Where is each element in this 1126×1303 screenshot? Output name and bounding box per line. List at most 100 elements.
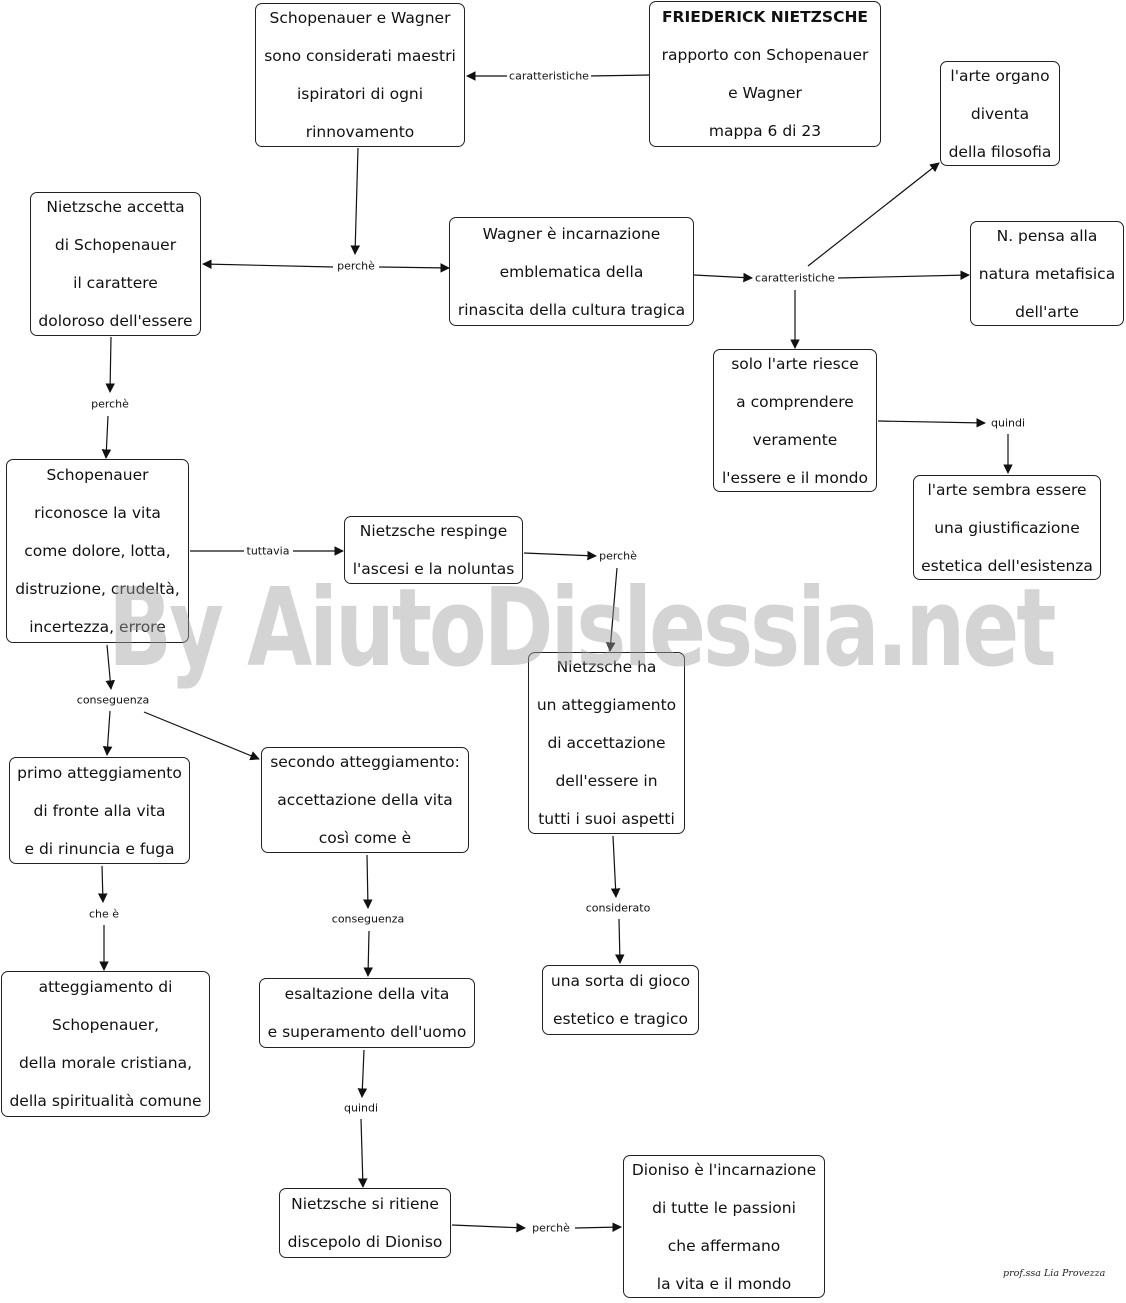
- concept-text: l'arte organo: [950, 66, 1050, 85]
- concept-text: che affermano: [667, 1236, 781, 1255]
- concept-text: atteggiamento di: [38, 978, 173, 996]
- connector-arrow: [610, 835, 621, 898]
- concept-box-respinge[interactable]: Nietzsche respinge l'ascesi e la nolunta…: [344, 516, 523, 584]
- concept-text: estetico e tragico: [552, 1010, 689, 1028]
- concept-text: ispiratori di ogni: [296, 85, 424, 103]
- concept-box-secondo[interactable]: secondo atteggiamento: accettazione dell…: [261, 747, 469, 853]
- concept-box-solo-arte[interactable]: solo l'arte riesce a comprendere veramen…: [713, 349, 877, 492]
- connector-arrow: [202, 259, 334, 269]
- concept-box-organo[interactable]: l'arte organo diventa della filosofia: [940, 61, 1060, 166]
- author-signature: prof.ssa Lia Provezza: [1003, 1268, 1106, 1279]
- concept-box-accetta[interactable]: Nietzsche accetta di Schopenauer il cara…: [30, 192, 201, 336]
- concept-text: esaltazione della vita: [284, 985, 450, 1003]
- connector-arrow: [143, 711, 260, 761]
- concept-text: Nietzsche respinge: [359, 522, 508, 540]
- concept-text: riconosce la vita: [34, 504, 161, 522]
- concept-text: l'ascesi e la noluntas: [352, 560, 515, 578]
- concept-text: discepolo di Dioniso: [287, 1233, 443, 1251]
- concept-box-title[interactable]: FRIEDERICK NIETZSCHE rapporto con Schope…: [649, 1, 881, 147]
- link-label-che-e: che è: [86, 907, 122, 921]
- concept-text: di accettazione: [547, 734, 666, 752]
- concept-text: Nietzsche accetta: [46, 198, 185, 216]
- concept-text: doloroso dell'essere: [38, 312, 193, 330]
- concept-text: emblematica della: [499, 262, 644, 281]
- concept-box-gioco[interactable]: una sorta di gioco estetico e tragico: [542, 965, 699, 1035]
- concept-box-wagner[interactable]: Wagner è incarnazione emblematica della …: [449, 217, 694, 326]
- concept-box-giustificazione[interactable]: l'arte sembra essere una giustificazione…: [913, 475, 1101, 580]
- link-label-perche: perchè: [89, 397, 131, 411]
- concept-text: mappa 6 di 23: [708, 122, 822, 140]
- concept-text: natura metafisica: [978, 264, 1116, 283]
- concept-text: di fronte alla vita: [33, 801, 166, 820]
- concept-box-maestri[interactable]: Schopenauer e Wagner sono considerati ma…: [255, 3, 465, 147]
- link-label-caratteristiche: caratteristiche: [507, 69, 591, 83]
- link-label-conseguenza: conseguenza: [329, 912, 407, 926]
- link-label-tuttavia: tuttavia: [244, 544, 292, 558]
- concept-text: Schopenauer: [46, 466, 149, 484]
- connector-arrow: [363, 930, 373, 977]
- connector-arrow: [105, 336, 115, 393]
- concept-text: Wagner è incarnazione: [482, 224, 661, 243]
- connector-arrow: [350, 147, 361, 255]
- connector-arrow: [363, 854, 373, 909]
- connector-arrow: [605, 567, 618, 652]
- concept-text: dell'essere in: [555, 772, 658, 790]
- connector-arrow: [101, 415, 112, 459]
- link-label-conseguenza: conseguenza: [74, 693, 152, 707]
- concept-box-dioniso-discepolo[interactable]: Nietzsche si ritiene discepolo di Dionis…: [279, 1188, 451, 1258]
- concept-text: rinascita della cultura tragica: [457, 300, 686, 319]
- connector-arrow: [102, 710, 113, 756]
- concept-text: una giustificazione: [934, 518, 1080, 537]
- concept-text: primo atteggiamento: [17, 763, 182, 782]
- link-label-quindi: quindi: [988, 416, 1028, 430]
- concept-box-atteggiamento[interactable]: Nietzsche ha un atteggiamento di accetta…: [528, 652, 685, 834]
- concept-box-riconosce[interactable]: Schopenauer riconosce la vita come dolor…: [6, 459, 189, 643]
- connector-arrow: [451, 1222, 526, 1233]
- concept-text: incertezza, errore: [29, 618, 166, 636]
- link-label-caratteristiche: caratteristiche: [753, 271, 837, 285]
- concept-text: e di rinuncia e fuga: [24, 839, 175, 858]
- connector-arrow: [357, 1049, 368, 1098]
- concept-text: veramente: [752, 430, 838, 449]
- concept-text: della spiritualità comune: [9, 1092, 202, 1110]
- concept-text: un atteggiamento: [536, 696, 677, 714]
- connector-arrow: [877, 418, 986, 428]
- concept-text: l'arte sembra essere: [927, 480, 1087, 499]
- link-label-perche: perchè: [597, 549, 639, 563]
- concept-text: una sorta di gioco: [550, 972, 691, 990]
- link-label-quindi: quindi: [341, 1101, 381, 1115]
- concept-text: secondo atteggiamento:: [270, 753, 460, 771]
- concept-text: Schopenauer e Wagner: [269, 9, 451, 27]
- concept-text: distruzione, crudeltà,: [15, 580, 180, 598]
- concept-text: rapporto con Schopenauer: [661, 46, 869, 64]
- concept-text: e Wagner: [728, 84, 802, 102]
- connector-arrow: [574, 1222, 622, 1232]
- concept-text: la vita e il mondo: [656, 1274, 792, 1293]
- concept-text: accettazione della vita: [277, 791, 453, 809]
- concept-box-metafisica[interactable]: N. pensa alla natura metafisica dell'art…: [970, 221, 1124, 326]
- concept-text: Nietzsche ha: [556, 658, 657, 676]
- concept-text: estetica dell'esistenza: [921, 556, 1093, 575]
- concept-text: di Schopenauer: [54, 236, 177, 254]
- concept-text: e superamento dell'uomo: [267, 1023, 467, 1041]
- connector-arrow: [105, 644, 115, 690]
- concept-box-dioniso-incarnazione[interactable]: Dioniso è l'incarnazione di tutte le pas…: [623, 1155, 825, 1298]
- concept-box-primo[interactable]: primo atteggiamento di fronte alla vita …: [9, 757, 190, 864]
- connector-arrow: [357, 1118, 368, 1188]
- concept-text: rinnovamento: [305, 123, 415, 141]
- concept-text: Nietzsche si ritiene: [291, 1195, 439, 1213]
- connector-arrow: [807, 162, 940, 267]
- concept-box-esaltazione[interactable]: esaltazione della vita e superamento del…: [259, 978, 475, 1048]
- link-label-perche: perchè: [530, 1221, 572, 1235]
- concept-text: Dioniso è l'incarnazione: [631, 1160, 817, 1179]
- concept-text: tutti i suoi aspetti: [538, 810, 675, 828]
- concept-text: solo l'arte riesce: [731, 354, 859, 373]
- connector-arrow: [97, 865, 108, 903]
- concept-text: della morale cristiana,: [18, 1054, 193, 1072]
- connector-arrow: [378, 263, 450, 273]
- connector: [587, 74, 650, 77]
- concept-box-atteggiamento-di[interactable]: atteggiamento di Schopenauer, della mora…: [1, 971, 210, 1117]
- connector-arrow: [837, 270, 970, 280]
- concept-text: N. pensa alla: [996, 226, 1098, 245]
